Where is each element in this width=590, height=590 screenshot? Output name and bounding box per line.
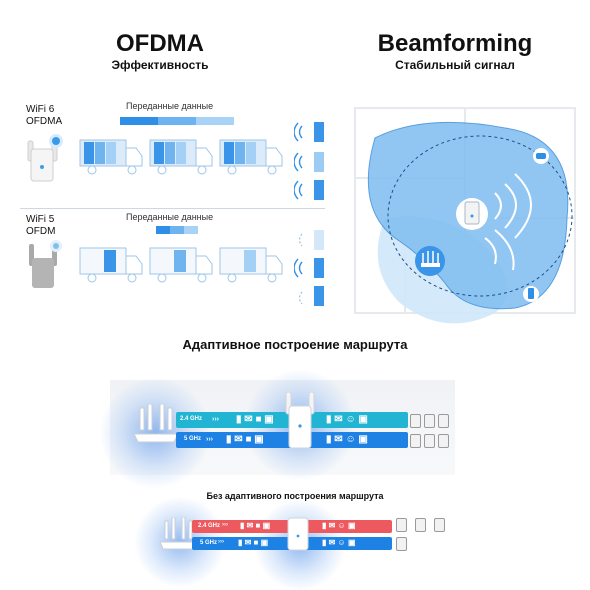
band-24ghz-label: 2.4 GHz [198,523,221,529]
ofdma-subtitle: Эффективность [111,58,209,72]
truck-icon [219,139,283,175]
truck-icon [79,247,143,283]
ofdma-title: OFDMA [116,30,204,57]
transmitted-data-label-bottom: Переданные данные [126,212,214,222]
traffic-icons: ▮ ✉ ■ ▣ [226,434,264,445]
extender-icon [287,517,309,551]
beamforming-subtitle: Стабильный сигнал [395,58,515,72]
router-icon [160,517,198,550]
traffic-icons: ▮ ✉ ☺ ▣ [326,434,368,445]
wifi6-extender-icon [27,134,63,182]
client-device-icon [396,537,407,551]
truck-icon [149,247,213,283]
adaptive-routing-title: Адаптивное построение маршрута [182,337,408,352]
client-device-icon [438,414,449,428]
data-bar-wifi6 [120,117,234,125]
client-device-icon [410,414,421,428]
traffic-icons: ▮ ✉ ■ ▣ [240,521,271,530]
divider [20,208,325,209]
non-adaptive-title: Без адаптивного построения маршрута [206,491,384,501]
receiver-signals-wifi5 [294,230,324,306]
truck-icon [79,139,143,175]
client-device-icon [415,518,426,532]
wifi5-extender-icon [29,240,62,288]
band-5ghz-label: 5 GHz [184,436,202,442]
client-device-icon [438,434,449,448]
client-device-icon [434,518,445,532]
truck-icon [149,139,213,175]
chevrons-icon: ››› [212,416,219,423]
beamforming-map [354,107,576,324]
traffic-icons: ▮ ✉ ☺ ▣ [326,414,368,425]
wifi5-label: WiFi 5 OFDM [26,214,56,237]
band-24ghz-label: 2.4 GHz [180,416,203,422]
extender-icon [285,392,315,449]
band-5ghz-label: 5 GHz [200,540,218,546]
traffic-icons: ▮ ✉ ☺ ▣ [322,538,356,547]
truck-icon [219,247,283,283]
data-bar-wifi5 [156,226,198,234]
client-device-icon [424,434,435,448]
traffic-icons: ▮ ✉ ■ ▣ [236,414,274,425]
traffic-icons: ▮ ✉ ■ ▣ [238,538,269,547]
client-device-icon [396,518,407,532]
wifi6-label: WiFi 6 OFDMA [26,104,63,127]
router-icon [134,404,179,443]
client-device-icon [424,414,435,428]
chevrons-icon: ››› [222,522,228,528]
client-device-icon [410,434,421,448]
transmitted-data-label-top: Переданные данные [126,101,214,111]
traffic-icons: ▮ ✉ ☺ ▣ [322,521,356,530]
beamforming-title: Beamforming [377,30,533,57]
chevrons-icon: ››› [218,539,224,545]
receiver-signals-wifi6 [294,122,324,200]
chevrons-icon: ››› [206,436,213,443]
